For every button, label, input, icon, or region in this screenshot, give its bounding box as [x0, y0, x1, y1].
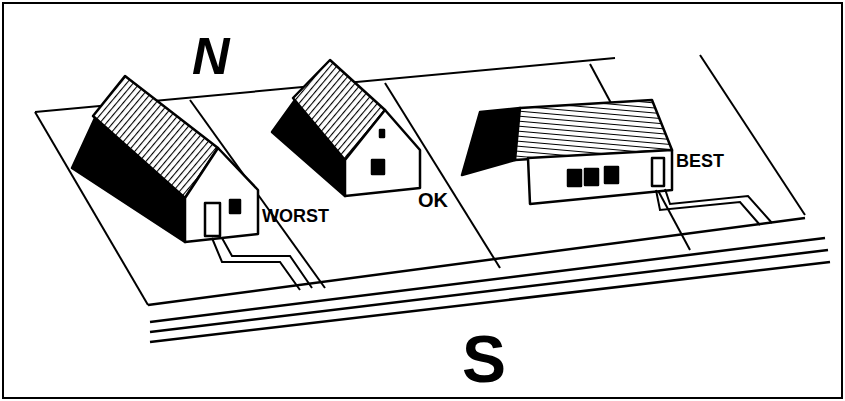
rating-label: BEST: [676, 152, 724, 170]
ok-house: [272, 60, 420, 196]
rating-label: WORST: [262, 207, 329, 225]
compass-north: N: [192, 30, 230, 82]
house-wall: [185, 148, 258, 242]
house-window: [230, 200, 240, 213]
house-wall: [345, 110, 420, 196]
worst-house: [72, 76, 258, 242]
compass-south: S: [462, 326, 506, 392]
lot-divider: [700, 55, 805, 215]
house-door: [205, 203, 220, 236]
rating-label: OK: [418, 190, 448, 210]
house-window: [585, 169, 598, 185]
house-door: [652, 158, 664, 186]
house-window: [380, 130, 384, 137]
street-line: [150, 238, 825, 322]
house-window: [568, 170, 581, 186]
house-shadow: [462, 108, 520, 175]
walkway: [222, 238, 312, 288]
street: [148, 218, 830, 342]
house-wall: [528, 150, 672, 204]
frame: [3, 3, 842, 398]
house-window: [605, 167, 618, 183]
walkway: [665, 189, 772, 223]
best-house: [462, 100, 672, 204]
house-window: [372, 160, 384, 174]
walkway: [656, 190, 760, 225]
